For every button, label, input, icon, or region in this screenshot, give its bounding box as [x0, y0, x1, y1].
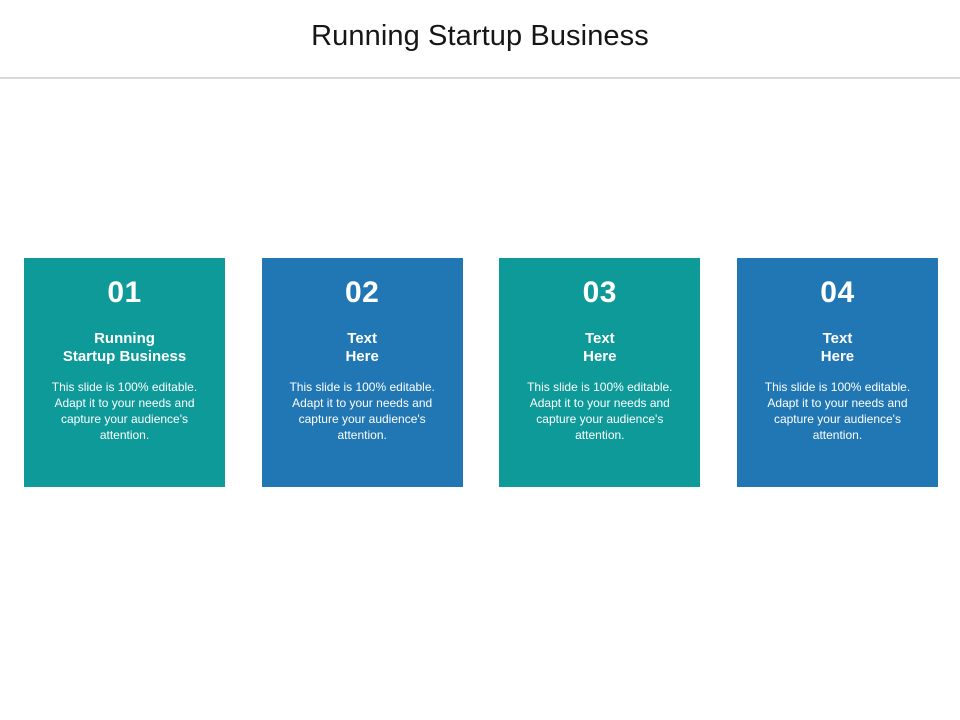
card-heading: Text Here: [583, 330, 617, 365]
card-body-text: This slide is 100% editable. Adapt it to…: [527, 380, 673, 442]
card-number: 03: [582, 276, 617, 309]
card-heading: Text Here: [820, 330, 855, 365]
card-number: 04: [820, 276, 855, 309]
card-item[interactable]: 01 Running Startup Business This slide i…: [24, 258, 225, 487]
card-number: 01: [107, 276, 142, 309]
page-title: Running Startup Business: [311, 20, 649, 52]
card-heading: Text Here: [345, 330, 379, 365]
card-heading: Running Startup Business: [62, 330, 187, 365]
card-body-text: This slide is 100% editable. Adapt it to…: [764, 380, 911, 442]
title-divider: [0, 77, 960, 79]
card-body-text: This slide is 100% editable. Adapt it to…: [289, 380, 435, 442]
card-item[interactable]: 02 Text Here This slide is 100% editable…: [261, 258, 463, 487]
card-item[interactable]: 03 Text Here This slide is 100% editable…: [499, 258, 701, 487]
card-row: 01 Running Startup Business This slide i…: [24, 258, 938, 487]
card-number: 02: [344, 276, 380, 309]
card-item[interactable]: 04 Text Here This slide is 100% editable…: [736, 258, 938, 487]
card-body-text: This slide is 100% editable. Adapt it to…: [51, 380, 198, 442]
